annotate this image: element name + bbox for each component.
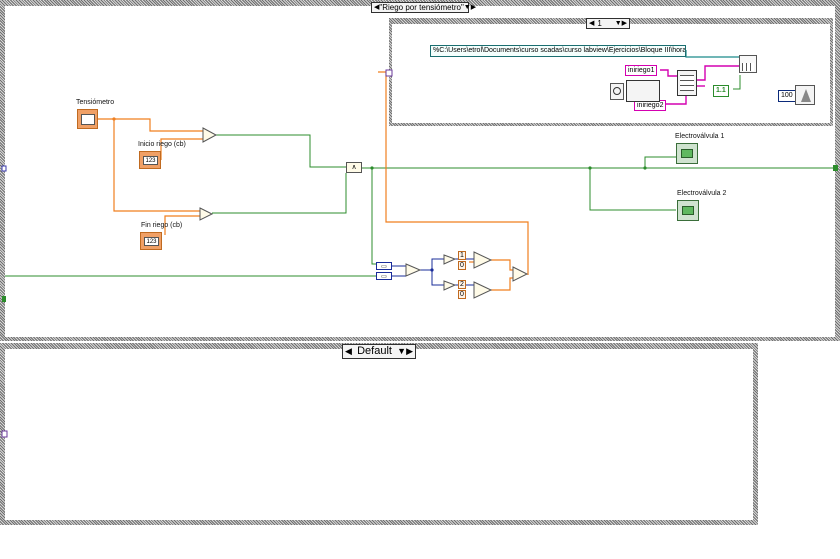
select-node-2: [473, 281, 493, 299]
and-node[interactable]: ∧: [346, 162, 362, 173]
electrovalvula2-label: Electroválvula 2: [677, 190, 727, 197]
case-selector-top-label: "Riego por tensiómetro": [379, 2, 464, 12]
or-node: [512, 266, 529, 282]
metronome-icon: [801, 89, 811, 102]
dropdown-arrow-icon[interactable]: ▼▶: [397, 346, 413, 356]
selector-terminal-bottom: [1, 430, 8, 438]
select-node-1: [473, 251, 493, 269]
less-than-node: [199, 207, 214, 221]
dropdown-arrow-icon[interactable]: ▼▶: [463, 4, 477, 11]
file-path-constant[interactable]: %C:\Users\etrol\Documents\curso scadas\c…: [430, 45, 686, 57]
boolean-wire: [212, 173, 347, 214]
equal-node-1: [443, 254, 457, 265]
selector-terminal-top: [1, 165, 7, 172]
boolean-wire: [216, 134, 346, 168]
array-icon: [680, 75, 694, 91]
tunnel-left: [2, 296, 6, 302]
case-structure-inner-diagram: [392, 24, 830, 123]
numeric-display-icon: 123: [143, 156, 158, 165]
gauge-icon: [81, 114, 95, 125]
greater-than-node: [202, 127, 218, 143]
tunnel-right: [833, 165, 838, 171]
case-selector-bottom[interactable]: ◀ Default ▼▶: [342, 344, 416, 359]
case-selector-top[interactable]: ◀ "Riego por tensiómetro" ▼▶: [371, 2, 476, 13]
led-icon: [682, 206, 694, 215]
fin-riego-terminal[interactable]: 123: [140, 232, 162, 250]
boolean-wire: [733, 75, 741, 90]
led-icon: [681, 149, 693, 158]
numeric-wire: [160, 138, 203, 160]
path-wire: [685, 50, 742, 58]
const-0b[interactable]: 0: [458, 290, 466, 299]
electrovalvula1-label: Electroválvula 1: [675, 133, 725, 140]
prev-case-icon[interactable]: ◀: [374, 4, 380, 11]
string-wire: [660, 69, 677, 77]
inicio-riego-label: Inicio riego (cb): [138, 141, 186, 148]
case-structure-bottom-diagram: [5, 349, 753, 520]
inicio-riego-terminal[interactable]: 123: [139, 151, 161, 169]
numeric-wire: [491, 277, 514, 291]
dropdown-arrow-icon[interactable]: ▼▶: [614, 20, 627, 27]
time-node-2[interactable]: ▭: [376, 272, 392, 280]
clock-icon: [613, 87, 621, 95]
spreadsheet-icon: [742, 63, 754, 71]
prev-case-icon[interactable]: ◀: [589, 20, 595, 27]
tensiometro-terminal[interactable]: [77, 109, 98, 129]
write-file-node[interactable]: [739, 55, 757, 73]
electrovalvula1-terminal[interactable]: [676, 143, 698, 164]
numeric-wire: [491, 259, 514, 271]
format-string-node[interactable]: [626, 80, 660, 102]
case-selector-inner[interactable]: ◀ 1 ▼▶: [586, 18, 630, 29]
electrovalvula2-terminal[interactable]: [677, 200, 699, 221]
greater-equal-node: [405, 263, 422, 277]
numeric-wire: [164, 215, 200, 235]
integer-wire: [420, 258, 444, 271]
datetime-node[interactable]: [610, 83, 624, 100]
time-node-1[interactable]: ▭: [376, 262, 392, 270]
prev-case-icon[interactable]: ◀: [345, 346, 352, 356]
const-0a[interactable]: 0: [458, 261, 466, 270]
const-1[interactable]: 1: [458, 251, 466, 260]
numeric-wire: [378, 71, 529, 275]
const-2[interactable]: 2: [458, 280, 466, 289]
equal-node-2: [443, 280, 457, 291]
tunnel-inner: [385, 69, 393, 77]
numeric-wire: [113, 119, 200, 212]
boolean-constant[interactable]: 1.1: [713, 85, 729, 97]
case-selector-inner-label: 1: [597, 18, 602, 28]
wait-ms-constant[interactable]: 100: [778, 90, 796, 102]
boolean-wire: [644, 156, 676, 168]
numeric-wire: [98, 118, 203, 132]
wait-ms-node[interactable]: [795, 85, 815, 105]
boolean-wire: [589, 168, 676, 211]
numeric-display-icon: 123: [144, 237, 159, 246]
integer-wire: [431, 270, 444, 286]
tensiometro-label: Tensiómetro: [76, 99, 115, 106]
boolean-wire: [371, 168, 377, 265]
concatenate-node[interactable]: [677, 70, 697, 96]
fin-riego-label: Fin riego (cb): [141, 222, 183, 229]
case-selector-bottom-label: Default: [357, 345, 392, 357]
iniriego1-local[interactable]: iniriego1: [625, 65, 658, 76]
string-wire: [697, 65, 739, 81]
